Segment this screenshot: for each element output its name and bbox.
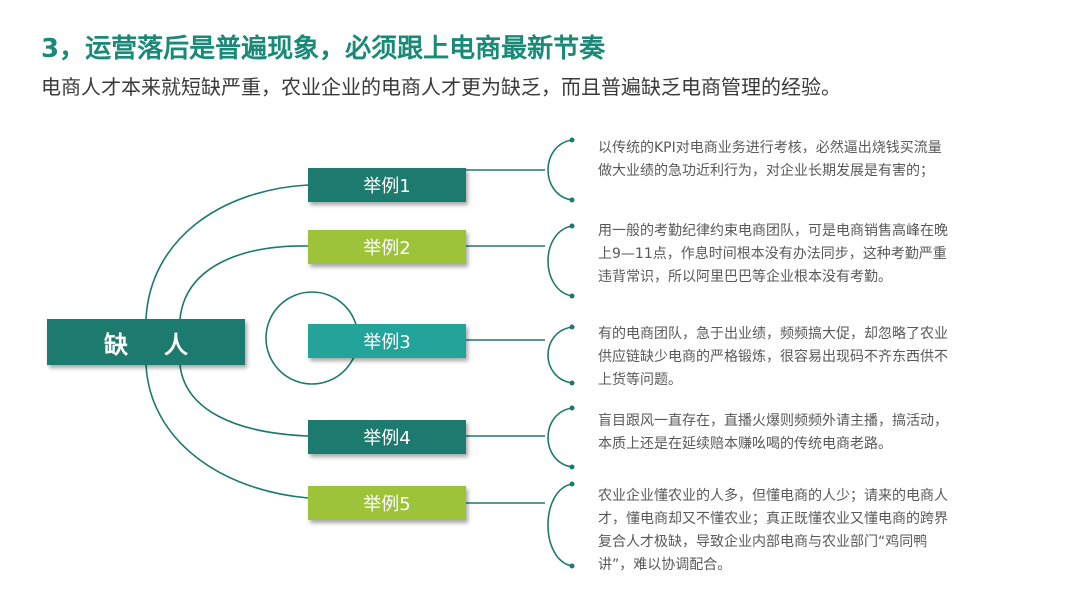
page-title: 3，运营落后是普遍现象，必须跟上电商最新节奏: [41, 34, 606, 64]
root-char-2: 人: [164, 330, 188, 359]
connector-2: [179, 245, 309, 320]
brace-4: [547, 407, 573, 468]
example-text-4: 盲目跟风一直存在，直播火爆则频频外请主播，搞活动，本质上还是在延续赔本赚吆喝的传…: [598, 413, 948, 452]
example-box-5: 举例5: [308, 486, 466, 520]
example-label-1: 举例1: [363, 176, 411, 197]
example-label-3: 举例3: [363, 332, 411, 353]
brace-1: [547, 139, 573, 201]
example-label-2: 举例2: [363, 238, 411, 259]
page-subtitle: 电商人才本来就短缺严重，农业企业的电商人才更为缺乏，而且普遍缺乏电商管理的经验。: [41, 75, 841, 99]
connector-4: [179, 364, 309, 437]
example-text-3: 有的电商团队，急于出业绩，频频搞大促，却忽略了农业供应链缺少电商的严格锻炼，很容…: [598, 326, 948, 388]
brace-2: [547, 225, 573, 297]
example-box-1: 举例1: [308, 168, 466, 202]
example-text-2: 用一般的考勤纪律约束电商团队，可是电商销售高峰在晚上9—11点，作息时间根本没有…: [598, 223, 948, 285]
example-text-5: 农业企业懂农业的人多，但懂电商的人少；请来的电商人才，懂电商却又不懂农业；真正既…: [598, 488, 948, 573]
example-text-1: 以传统的KPI对电商业务进行考核，必然逼出烧钱买流量做大业绩的急功近利行为，对企…: [598, 140, 942, 179]
root-node: 缺 人: [47, 319, 245, 365]
connector-5: [145, 364, 309, 499]
brace-5: [547, 483, 573, 567]
example-label-5: 举例5: [363, 494, 411, 515]
root-char-1: 缺: [104, 330, 128, 359]
brace-3: [547, 326, 573, 384]
connector-1: [145, 184, 309, 320]
example-label-4: 举例4: [363, 428, 411, 449]
example-box-3: 举例3: [308, 324, 466, 358]
example-box-2: 举例2: [308, 230, 466, 264]
example-box-4: 举例4: [308, 420, 466, 454]
